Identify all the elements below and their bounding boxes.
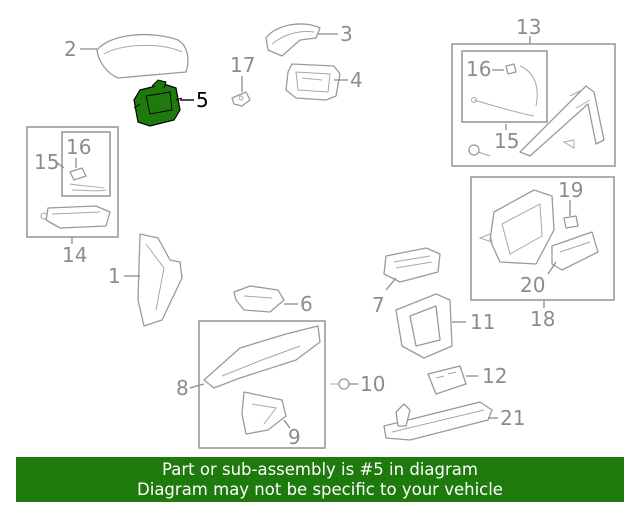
group-box-8 <box>198 320 326 449</box>
leader-7 <box>385 277 397 291</box>
callout-8[interactable]: 8 <box>176 376 189 400</box>
part-12-switch-panel[interactable] <box>427 365 467 395</box>
part-2-upper-cover[interactable] <box>96 33 189 79</box>
callout-20[interactable]: 20 <box>520 273 545 297</box>
group-box-13 <box>451 43 616 167</box>
part-6-duct[interactable] <box>233 285 285 313</box>
callout-16-right[interactable]: 16 <box>466 57 491 81</box>
callout-16-left[interactable]: 16 <box>66 135 91 159</box>
part-20-glove-box-door[interactable] <box>551 231 599 271</box>
group-box-18 <box>470 176 615 301</box>
banner-line-2: Diagram may not be specific to your vehi… <box>137 480 503 499</box>
leader-15-left <box>55 161 65 169</box>
callout-14[interactable]: 14 <box>62 243 87 267</box>
callout-2[interactable]: 2 <box>64 37 77 61</box>
part-11-bezel[interactable] <box>395 293 453 359</box>
callout-10[interactable]: 10 <box>360 372 385 396</box>
part-19-fastener[interactable] <box>563 215 579 229</box>
part-1-side-panel[interactable] <box>137 233 183 327</box>
banner-line-1: Part or sub-assembly is #5 in diagram <box>162 460 478 479</box>
callout-15-left[interactable]: 15 <box>34 150 59 174</box>
part-10-screw[interactable] <box>330 378 350 390</box>
part-17-clip[interactable] <box>231 91 251 107</box>
part-9-pocket[interactable] <box>241 391 287 435</box>
callout-7[interactable]: 7 <box>372 293 385 317</box>
part-16-right-clip[interactable] <box>505 63 517 75</box>
part-21-console-rail[interactable] <box>383 401 493 441</box>
part-7-vent[interactable] <box>383 247 441 283</box>
part-15-left-harness[interactable] <box>69 183 107 192</box>
callout-15-right[interactable]: 15 <box>494 129 519 153</box>
callout-13[interactable]: 13 <box>516 15 541 39</box>
callout-4[interactable]: 4 <box>350 68 363 92</box>
part-5-highlighted-module[interactable] <box>133 79 183 127</box>
callout-11[interactable]: 11 <box>470 310 495 334</box>
part-16-left-clip[interactable] <box>69 167 87 181</box>
part-4-bracket[interactable] <box>285 63 341 101</box>
callout-17[interactable]: 17 <box>230 53 255 77</box>
callout-6[interactable]: 6 <box>300 292 313 316</box>
callout-12[interactable]: 12 <box>482 364 507 388</box>
callout-5[interactable]: 5 <box>196 88 209 112</box>
group-box-15-inner-left <box>61 131 111 197</box>
group-box-15-inner-right <box>461 50 548 123</box>
callout-1[interactable]: 1 <box>108 264 121 288</box>
part-13-a-pillar-trim[interactable] <box>519 85 605 157</box>
leader-8 <box>189 383 205 389</box>
callout-18[interactable]: 18 <box>530 307 555 331</box>
info-banner: Part or sub-assembly is #5 in diagram Di… <box>16 457 624 502</box>
part-8-lower-trim[interactable] <box>203 325 321 389</box>
part-14-side-trim[interactable] <box>40 205 111 229</box>
part-3-trim-cap[interactable] <box>265 23 321 57</box>
callout-19[interactable]: 19 <box>558 178 583 202</box>
part-18-glove-box-assembly[interactable] <box>478 189 555 265</box>
leader-20 <box>547 261 557 275</box>
part-13-bolt[interactable] <box>468 144 491 157</box>
callout-21[interactable]: 21 <box>500 406 525 430</box>
parts-diagram: 2 3 4 17 5 16 15 <box>26 15 616 449</box>
leader-9 <box>283 419 291 429</box>
callout-3[interactable]: 3 <box>340 22 353 46</box>
callout-9[interactable]: 9 <box>288 425 301 449</box>
part-15-right-harness[interactable] <box>471 65 538 117</box>
